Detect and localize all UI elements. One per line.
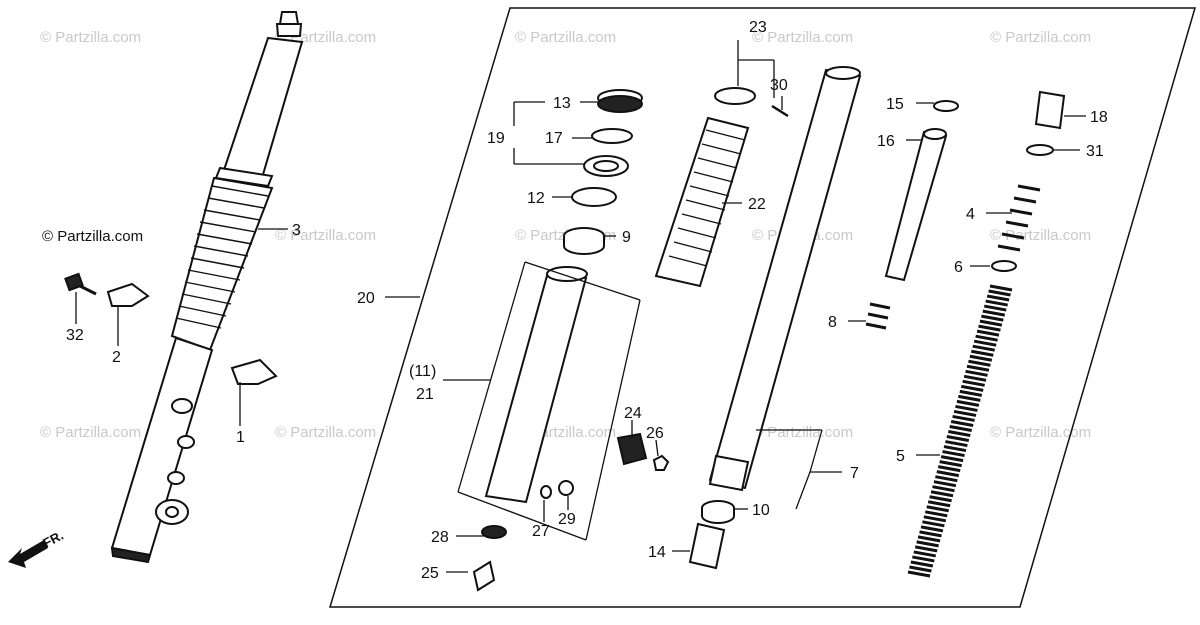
assembly-frame — [328, 7, 1197, 608]
label-13: 13 — [553, 95, 571, 112]
boot-22 — [654, 116, 750, 288]
bolt-25 — [472, 560, 496, 592]
label-25: 25 — [421, 565, 439, 582]
label-8: 8 — [828, 314, 837, 331]
inner-tube-upper — [222, 36, 304, 180]
label-30: 30 — [770, 77, 788, 94]
ring-17 — [591, 128, 633, 144]
watermark: © Partzilla.com — [515, 29, 616, 46]
label-27: 27 — [532, 523, 550, 540]
watermark: © Partzilla.com — [40, 424, 141, 441]
bolt-32 — [64, 272, 97, 296]
watermark: © Partzilla.com — [990, 424, 1091, 441]
arrow-icon — [8, 540, 48, 568]
label-22: 22 — [748, 196, 766, 213]
label-19: 19 — [487, 130, 505, 147]
inner-tube-7 — [708, 66, 862, 492]
fork-cap-18 — [1034, 90, 1066, 130]
clamp-23 — [714, 87, 756, 105]
label-9: 9 — [622, 229, 631, 246]
spacer-16 — [884, 128, 948, 282]
spring-8 — [865, 302, 891, 330]
label-6: 6 — [954, 259, 963, 276]
seal-stack — [563, 89, 643, 255]
label-14: 14 — [648, 544, 666, 561]
label-5: 5 — [896, 448, 905, 465]
label-18: 18 — [1090, 109, 1108, 126]
label-12: 12 — [527, 190, 545, 207]
watermark: © Partzilla.com — [990, 29, 1091, 46]
watermark: © Partzilla.com — [990, 227, 1091, 244]
screw-29 — [558, 480, 574, 496]
label-15: 15 — [886, 96, 904, 113]
washer-6 — [991, 260, 1017, 272]
label-7: 7 — [850, 465, 859, 482]
label-31: 31 — [1086, 143, 1104, 160]
label-11: (11) — [409, 363, 436, 380]
watermark-dark: © Partzilla.com — [42, 228, 143, 245]
bracket-1 — [230, 358, 278, 385]
screw-30 — [771, 104, 789, 118]
label-23: 23 — [749, 19, 767, 36]
watermark: © Partzilla.com — [40, 29, 141, 46]
ring-15 — [933, 100, 959, 112]
washer-28 — [481, 525, 507, 539]
label-20: 20 — [357, 290, 375, 307]
label-2: 2 — [112, 349, 121, 366]
bracket-2 — [106, 282, 150, 307]
label-26: 26 — [646, 425, 664, 442]
assembled-fork — [110, 11, 304, 564]
washer-12 — [571, 187, 617, 207]
label-32: 32 — [66, 327, 84, 344]
label-16: 16 — [877, 133, 895, 150]
oil-lock-14 — [688, 522, 726, 570]
clip-24 — [616, 432, 648, 466]
leader-lines — [75, 40, 1086, 573]
label-3: 3 — [292, 222, 301, 239]
front-direction-arrow: FR. — [8, 528, 66, 568]
washer-27 — [540, 485, 552, 499]
label-21: 21 — [416, 386, 434, 403]
watermark: © Partzilla.com — [752, 29, 853, 46]
label-1: 1 — [236, 429, 245, 446]
label-17: 17 — [545, 130, 563, 147]
watermark: © Partzilla.com — [275, 227, 376, 244]
watermark: © Partzilla.com — [752, 424, 853, 441]
callout-labels: 23 30 13 19 17 12 9 22 15 16 18 31 4 6 8… — [66, 19, 1108, 582]
o-ring-31 — [1026, 144, 1054, 156]
label-28: 28 — [431, 529, 449, 546]
fork-spring-5 — [907, 284, 1013, 578]
watermark: © Partzilla.com — [275, 424, 376, 441]
label-4: 4 — [966, 206, 975, 223]
label-24: 24 — [624, 405, 642, 422]
label-10: 10 — [752, 502, 770, 519]
spring-4 — [997, 184, 1041, 252]
label-29: 29 — [558, 511, 576, 528]
fork-cap-bolt — [278, 11, 300, 25]
slider-21 — [484, 266, 588, 504]
nut-26 — [652, 454, 670, 471]
